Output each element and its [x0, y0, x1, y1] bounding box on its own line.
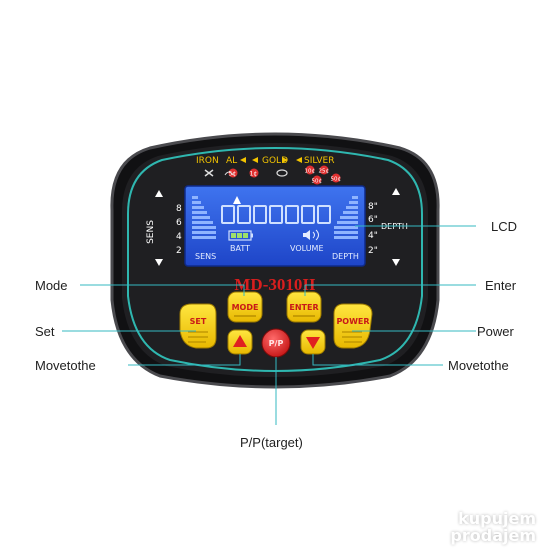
- up-arrow-button[interactable]: [227, 329, 253, 355]
- svg-text:50¢: 50¢: [331, 177, 342, 183]
- iron-label: IRON: [196, 156, 219, 166]
- pointer-icon: [233, 196, 241, 204]
- ring-icon: [276, 169, 288, 177]
- arrow-up-icon: [392, 188, 400, 195]
- pinpoint-button[interactable]: P/P: [261, 328, 291, 358]
- model-name: MD-3010II: [234, 275, 316, 294]
- svg-text:4": 4": [368, 231, 378, 241]
- target-badge-2: [249, 168, 259, 178]
- callout-set: Set: [35, 324, 55, 339]
- gold-label: GOLD: [262, 156, 288, 166]
- callout-enter: Enter: [485, 278, 517, 293]
- ring-icon: [224, 171, 234, 176]
- svg-text:10¢: 10¢: [305, 169, 316, 175]
- mode-button[interactable]: MODE: [227, 291, 263, 323]
- svg-text:P/P: P/P: [269, 339, 284, 348]
- svg-text:ENTER: ENTER: [289, 303, 318, 312]
- svg-text:6: 6: [176, 218, 182, 228]
- svg-text:1¢: 1¢: [250, 171, 258, 178]
- arrow-up-icon: [155, 190, 163, 197]
- power-button[interactable]: POWER: [333, 303, 373, 349]
- volume-label: VOLUME: [290, 244, 324, 253]
- down-arrow-button[interactable]: [300, 329, 326, 355]
- nail-icon: [204, 169, 214, 177]
- arrow-down-icon: [392, 259, 400, 266]
- svg-text:2: 2: [176, 246, 182, 256]
- button-ridge: [188, 331, 208, 343]
- sens-side-label: SENS: [146, 220, 156, 244]
- target-badge-6: [331, 173, 341, 183]
- silver-label: SILVER: [304, 156, 335, 166]
- sens-side-scale: SENS 8 6 4 2: [146, 190, 182, 266]
- arrow-down-icon: [155, 259, 163, 266]
- depth-bar-graph: [334, 196, 358, 239]
- lcd-screen: BATT SENS VOLUME DEPTH: [184, 185, 366, 267]
- enter-button[interactable]: ENTER: [286, 291, 322, 323]
- device-teal-outline: [127, 147, 423, 372]
- callout-move-left: Movetothe: [35, 358, 96, 373]
- callout-move-right: Movetothe: [448, 358, 509, 373]
- leader-lines: [62, 225, 476, 425]
- svg-text:25¢: 25¢: [319, 169, 330, 175]
- arrow-up-icon: [233, 335, 247, 347]
- target-badge-5: [312, 175, 322, 185]
- sens-bar-graph: [192, 196, 216, 239]
- callout-pp-target: P/P(target): [240, 435, 303, 450]
- svg-text:6": 6": [368, 215, 378, 225]
- svg-text:SET: SET: [190, 317, 207, 326]
- battery-icon: [228, 230, 253, 241]
- arrow-right-icon: [282, 157, 288, 163]
- svg-text:POWER: POWER: [336, 317, 369, 326]
- svg-text:2": 2": [368, 246, 378, 256]
- arrow-left-icon: [240, 157, 302, 163]
- svg-text:8": 8": [368, 202, 378, 212]
- target-id-row: 5¢ 1¢ 10¢ 25¢ 50¢ 50¢: [204, 165, 342, 185]
- callout-mode: Mode: [35, 278, 68, 293]
- al-label: AL: [226, 156, 237, 166]
- lcd-sens-label: SENS: [195, 252, 216, 261]
- target-badge-1: [228, 168, 238, 178]
- speaker-icon: [303, 229, 319, 241]
- svg-text:MODE: MODE: [232, 303, 259, 312]
- metal-scale: IRON AL GOLD SILVER: [196, 156, 335, 166]
- svg-text:50¢: 50¢: [312, 179, 323, 185]
- button-ridge: [342, 331, 362, 343]
- batt-label: BATT: [230, 244, 250, 253]
- svg-text:4: 4: [176, 232, 182, 242]
- set-button[interactable]: SET: [179, 303, 217, 349]
- target-badge-4: [319, 165, 329, 175]
- digit-display: [221, 205, 331, 224]
- target-badge-3: [305, 165, 315, 175]
- watermark-logo: kupujem prodajem: [450, 509, 536, 545]
- svg-text:8: 8: [176, 204, 182, 214]
- lcd-depth-label: DEPTH: [332, 252, 359, 261]
- callout-lcd: LCD: [491, 219, 518, 234]
- callout-power: Power: [477, 324, 514, 339]
- arrow-down-icon: [306, 337, 320, 349]
